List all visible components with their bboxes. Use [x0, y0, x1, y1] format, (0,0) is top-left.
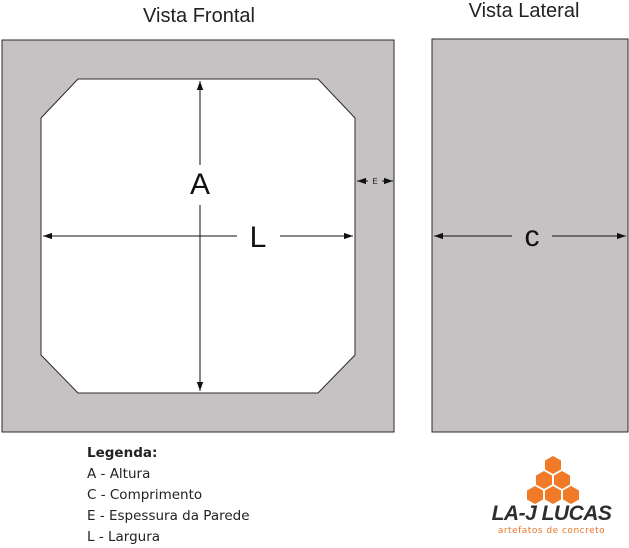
front-view-title: Vista Frontal — [143, 5, 255, 27]
legend-item-altura: A - Altura — [87, 466, 151, 482]
company-logo: LA-J LUCAS artefatos de concreto — [484, 455, 619, 540]
length-label: c — [525, 220, 540, 253]
width-label: L — [250, 221, 267, 254]
side-view: c — [431, 38, 629, 433]
front-view: A L E — [1, 39, 395, 433]
legend: Legenda: A - Altura C - Comprimento E - … — [87, 443, 250, 548]
legend-title: Legenda: — [87, 445, 158, 461]
legend-item-espessura: E - Espessura da Parede — [87, 508, 250, 524]
logo-tagline: artefatos de concreto — [497, 526, 606, 536]
side-view-title: Vista Lateral — [469, 0, 580, 22]
hexagon-cluster-icon — [527, 456, 579, 504]
logo-name: LA-J LUCAS — [491, 502, 612, 525]
legend-item-largura: L - Largura — [87, 529, 161, 545]
height-label: A — [190, 168, 210, 201]
legend-item-comprimento: C - Comprimento — [87, 487, 203, 503]
thickness-label: E — [372, 177, 377, 186]
